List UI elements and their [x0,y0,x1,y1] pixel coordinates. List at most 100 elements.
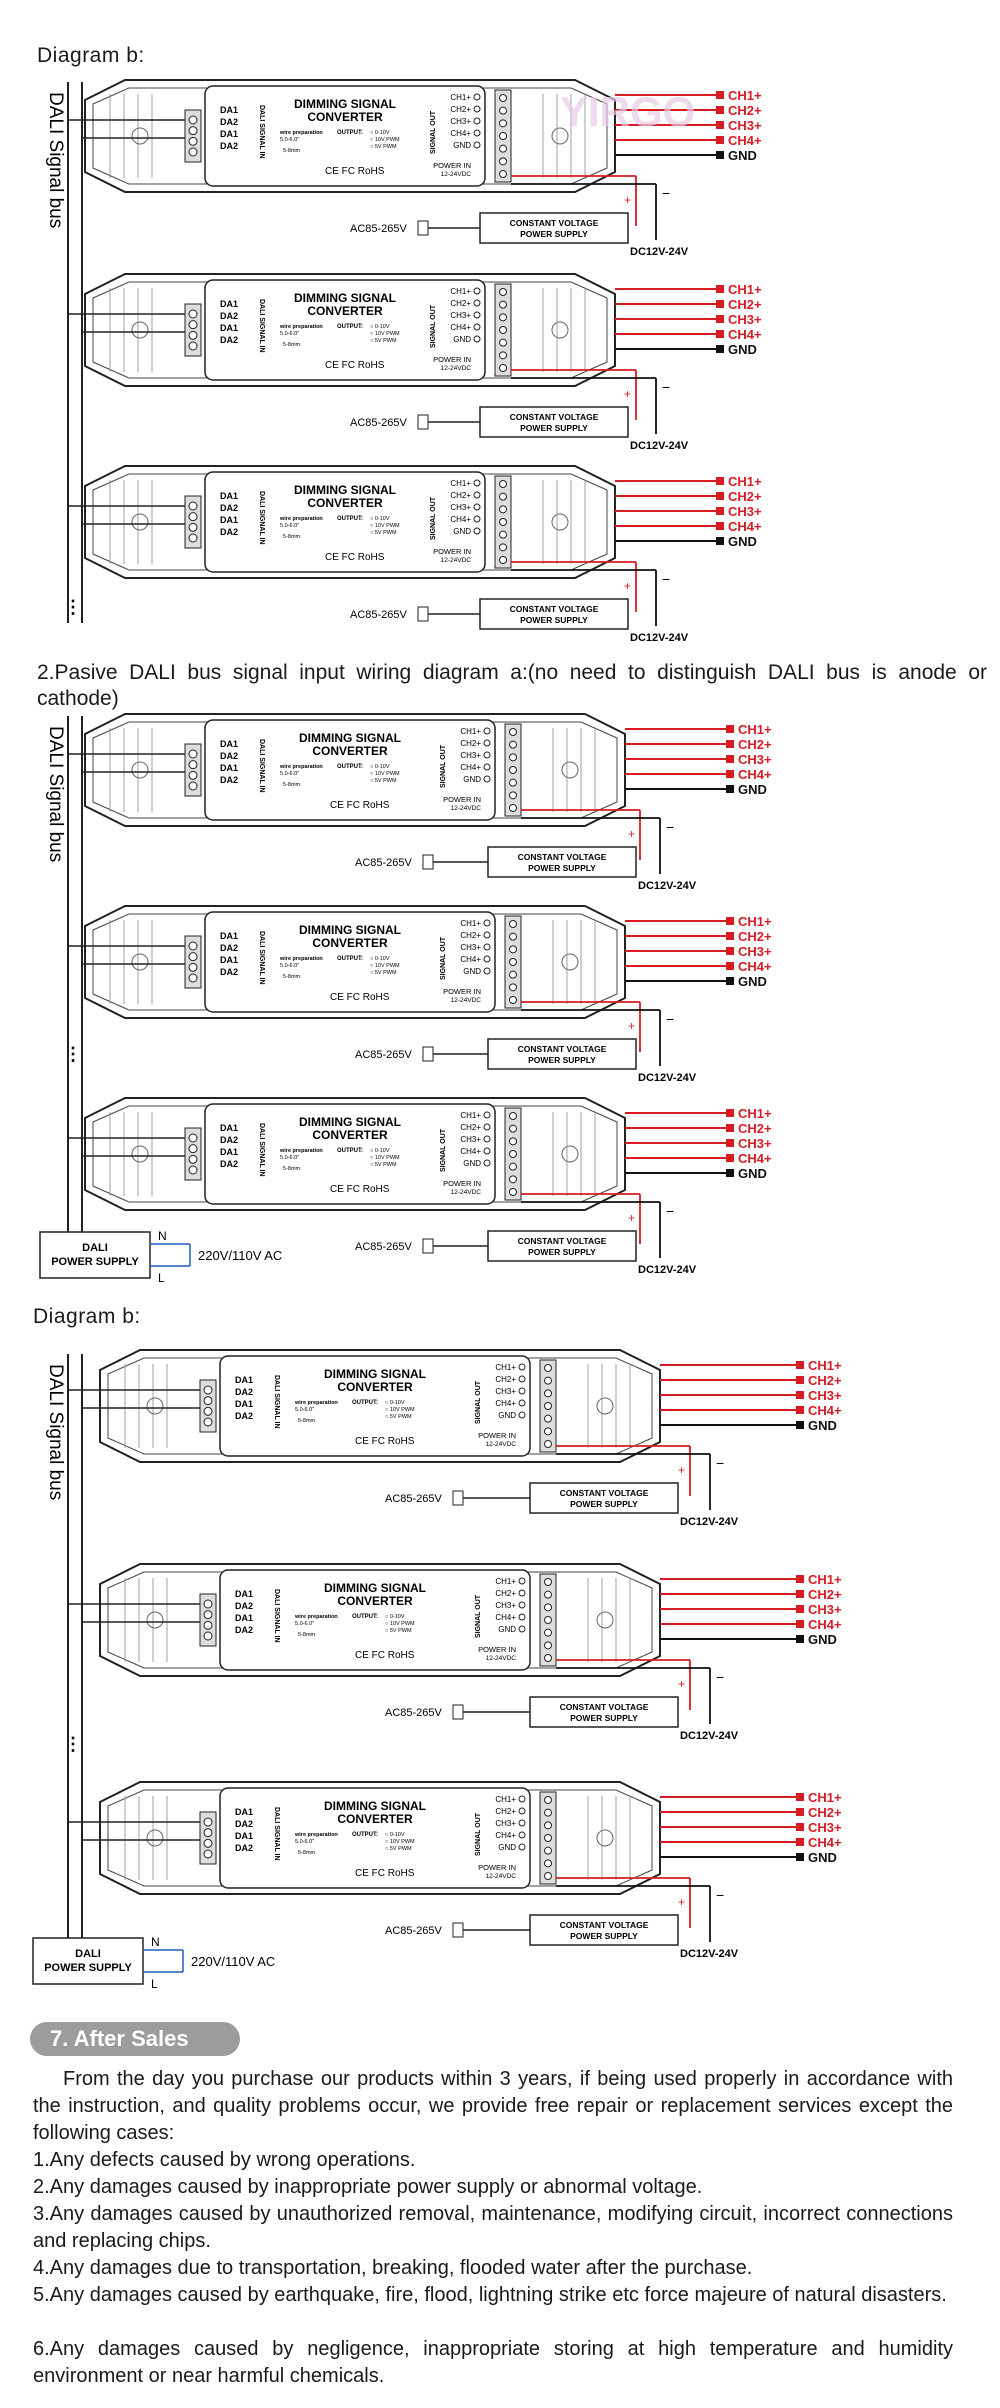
channel-terminal-icon [518,1411,526,1419]
wire-end-icon [716,477,724,485]
channel-label: GND [498,1625,516,1634]
signal-out-label: SIGNAL OUT [440,1128,447,1172]
terminal-screw-icon [499,556,507,564]
output-label: CH4+ [738,1151,772,1166]
input-terminal-block [184,495,202,549]
wire-end-icon [726,947,734,955]
neutral-label: N [151,1935,160,1949]
terminal-screw-icon [509,1162,517,1171]
terminal-screw-icon [499,313,507,322]
ac-input-label: AC85-265V [350,223,408,235]
output-label: CH1+ [728,474,762,489]
terminal-screw-icon [544,1414,552,1423]
output-option: ○ 0-10V [370,1148,390,1154]
psu-label: CONSTANT VOLTAGE [560,1702,649,1712]
output-option: ○ 5V PWM [370,530,397,536]
diagram-b-heading-top: Diagram b: [37,44,145,67]
output-label: CH2+ [738,1121,772,1136]
terminal-screw-icon [509,932,517,941]
terminal-screw-icon [203,1620,213,1630]
terminal-screw-icon [203,1599,213,1609]
terminal-screw-icon [509,996,517,1004]
wire-length-label: 5.0-6.0" [280,137,299,143]
ac-input-label: AC85-265V [350,609,408,621]
channel-terminal-icon [483,775,491,783]
input-label: DA2 [220,751,238,761]
terminal-screw-icon [188,330,198,340]
channel-terminal-icon [518,1625,526,1633]
device-title: CONVERTER [337,1594,413,1608]
input-label: DA2 [220,503,238,513]
channel-terminal-icon [473,105,481,113]
wire-end-icon [716,151,724,159]
dali-power-supply-box [32,1937,144,1985]
wire-mm-label: 5-8mm [298,1418,316,1424]
power-range-label: 12-24VDC [486,1655,517,1662]
signal-out-label: SIGNAL OUT [430,304,437,348]
wire-end-icon [726,785,734,793]
wire-length-label: 5.0-6.0" [295,1839,314,1845]
channel-label: CH4+ [495,1399,516,1408]
terminal-screw-icon [499,170,507,178]
output-label: GND [728,148,757,163]
output-label: CH1+ [808,1572,842,1587]
output-label: CH4+ [728,519,762,534]
channel-terminal-icon [518,1795,526,1803]
psu-box [487,846,637,878]
channel-terminal-icon [473,323,481,331]
output-option: ○ 5V PWM [385,1628,412,1634]
dc-output-label: DC12V-24V [680,1730,739,1742]
plug-icon [417,606,429,622]
wire-prep-label: wire preparation [279,324,323,330]
minus-sign: − [666,819,674,835]
terminal-screw-icon [203,1828,213,1838]
channel-label: CH2+ [450,491,471,500]
terminal-screw-icon [544,1846,552,1855]
plus-sign: + [628,827,635,841]
terminal-screw-icon [188,770,198,780]
psu-label: CONSTANT VOLTAGE [560,1488,649,1498]
continuation-dots: ⋮ [64,597,82,617]
wire-prep-label: wire preparation [294,1832,338,1838]
channel-terminal-icon [473,93,481,101]
power-range-label: 12-24VDC [451,805,482,812]
channel-label: CH3+ [495,1819,516,1828]
channel-label: CH4+ [460,1147,481,1156]
output-label: CH3+ [808,1820,842,1835]
terminal-screw-icon [544,1427,552,1436]
output-label: OUTPUT: [337,1148,363,1154]
input-label: DA2 [235,1601,253,1611]
output-option: ○ 5V PWM [385,1846,412,1852]
ac-input-label: AC85-265V [385,1493,443,1505]
wire-end-icon [796,1838,804,1846]
terminal-screw-icon [203,1396,213,1406]
output-label: CH2+ [808,1373,842,1388]
input-label: DA1 [235,1807,253,1817]
terminal-screw-icon [188,1165,198,1175]
wire-end-icon [716,492,724,500]
terminal-screw-icon [509,753,517,762]
psu-box [529,1482,679,1514]
terminal-screw-icon [544,1872,552,1880]
wire-end-icon [796,1421,804,1429]
ac-input-label: AC85-265V [355,1241,413,1253]
ac-input-label: AC85-265V [355,857,413,869]
power-in-label: POWER IN [443,1179,481,1188]
wire-mm-label: 5-8mm [283,148,301,154]
wire-mm-label: 5-8mm [283,1166,301,1172]
terminal-screw-icon [188,973,198,983]
output-label: CH1+ [738,722,772,737]
screw-icon [131,127,149,145]
channel-label: CH1+ [460,727,481,736]
power-in-label: POWER IN [433,161,471,170]
wire-end-icon [716,537,724,545]
output-option: ○ 10V PWM [370,523,400,529]
output-label: CH1+ [728,88,762,103]
wire-end-icon [726,740,734,748]
psu-label: POWER SUPPLY [528,863,596,873]
channel-label: CH4+ [495,1613,516,1622]
channel-label: CH2+ [450,299,471,308]
output-label: CH4+ [808,1403,842,1418]
channel-terminal-icon [483,763,491,771]
output-label: CH3+ [808,1602,842,1617]
